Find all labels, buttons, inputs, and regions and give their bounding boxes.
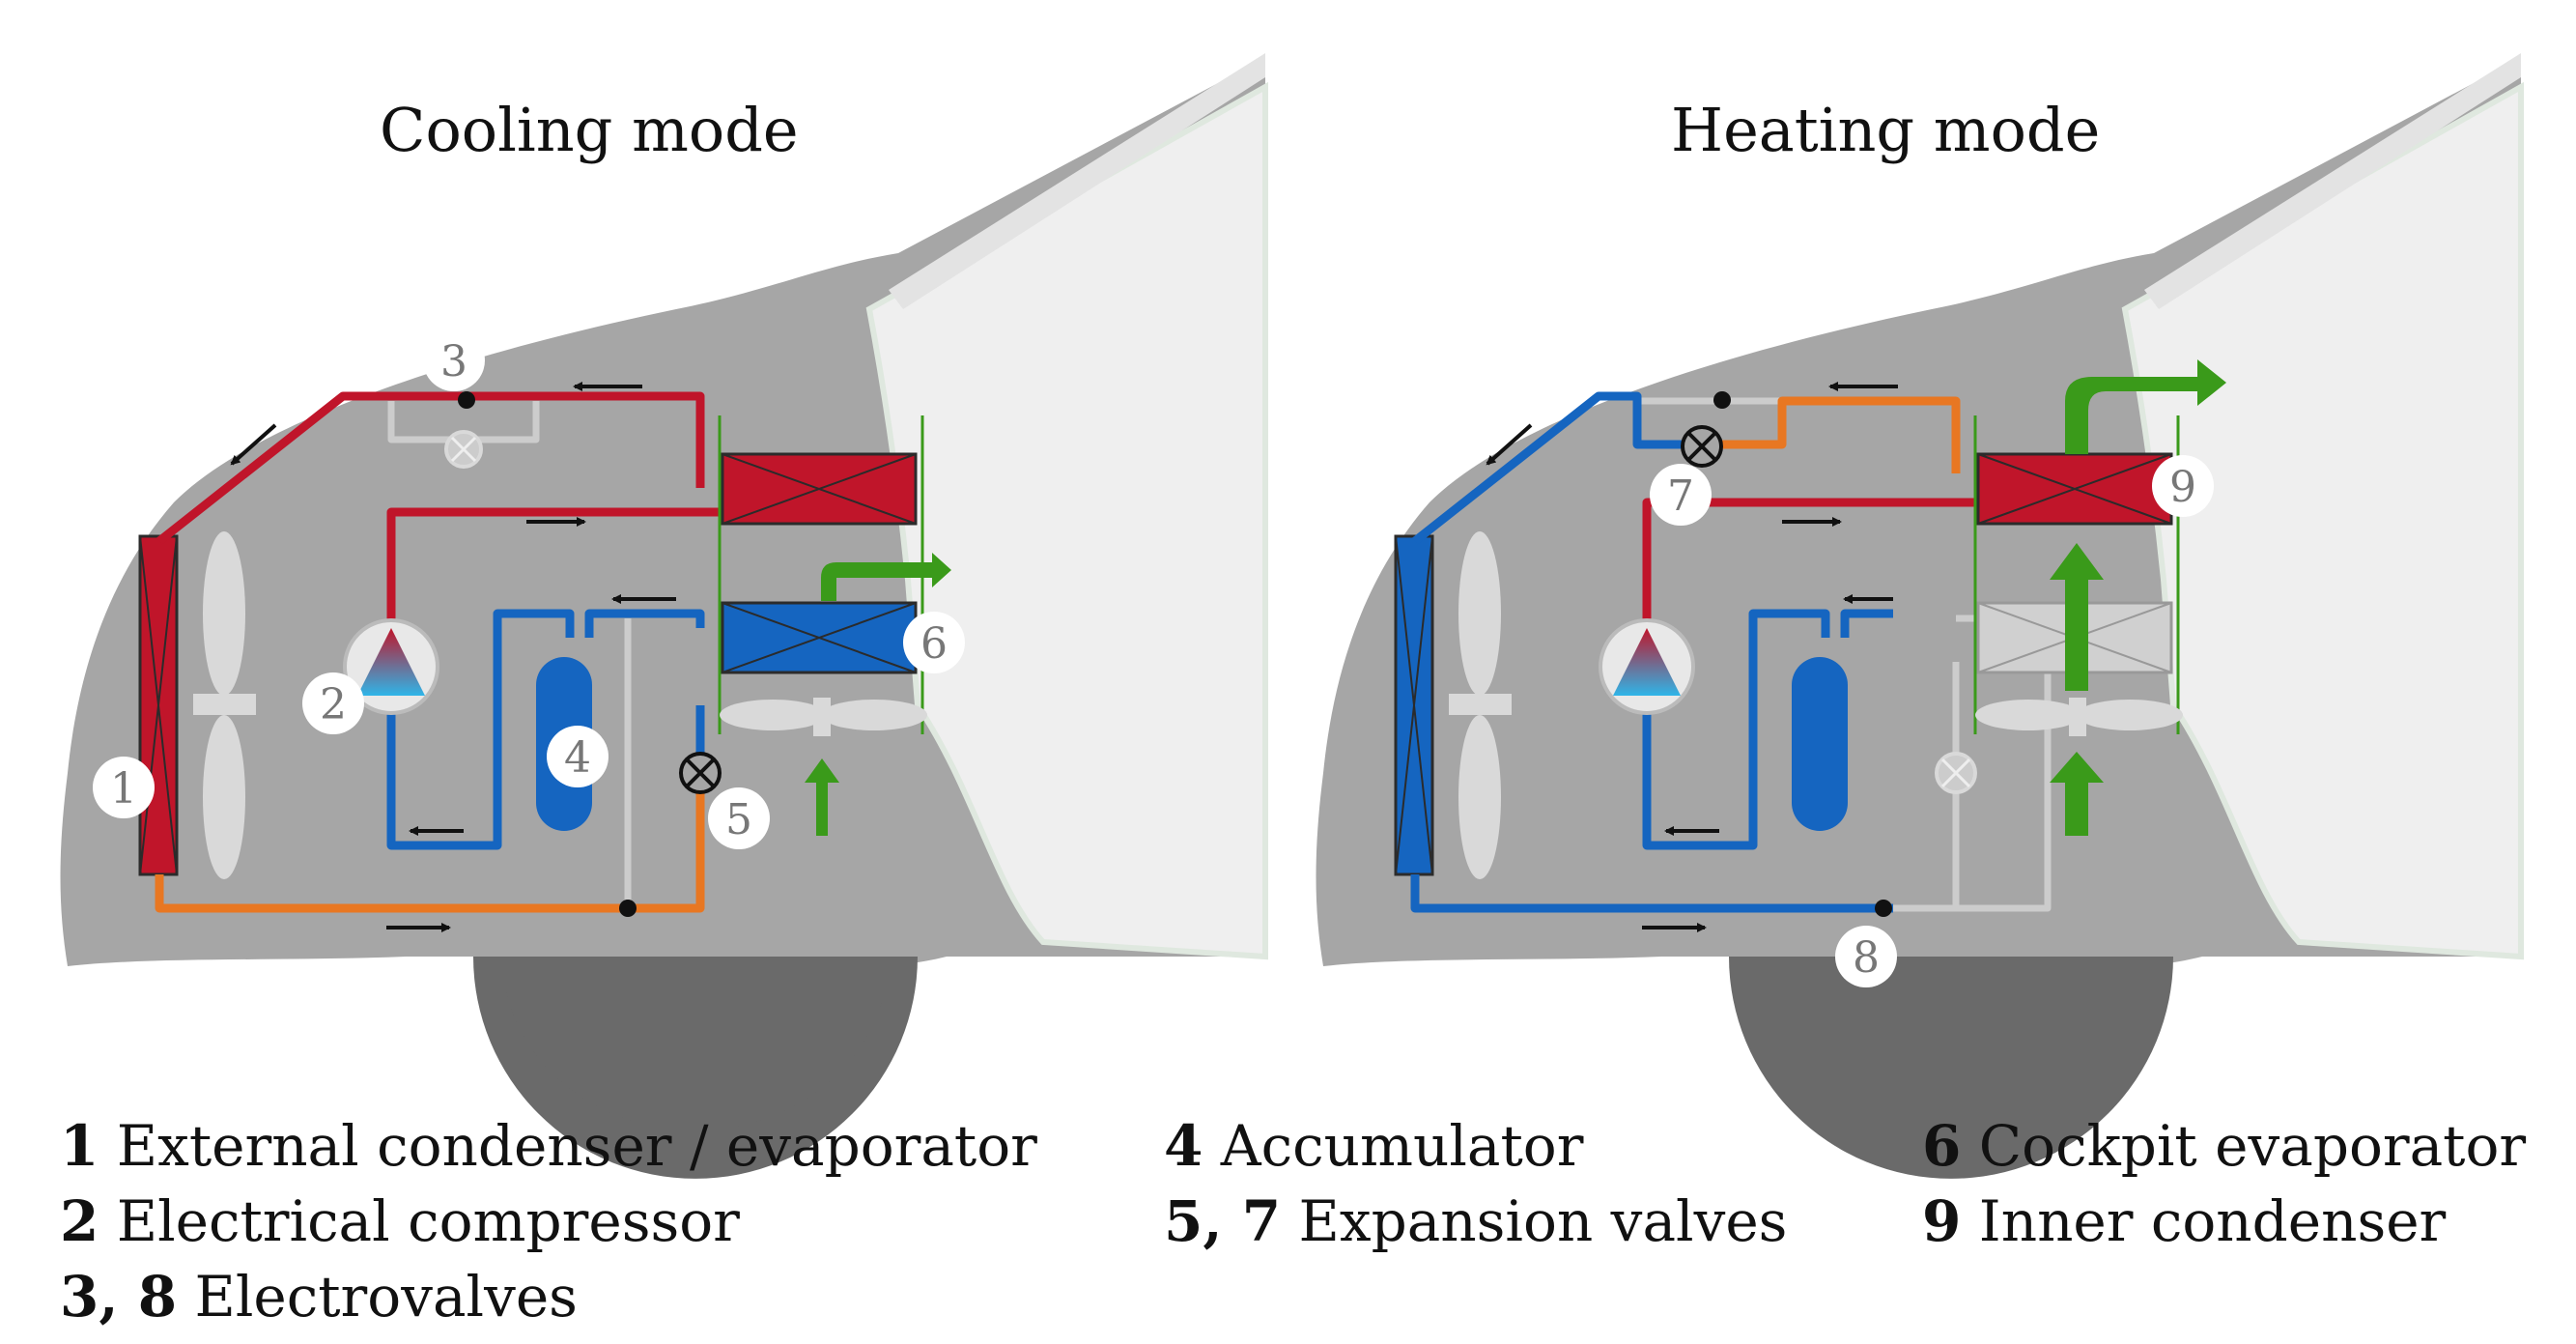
- external-evaporator: [1394, 534, 1434, 876]
- svg-text:6: 6: [920, 619, 948, 669]
- compressor: [1599, 618, 1695, 715]
- legend-item: 2 Electrical compressor: [60, 1188, 740, 1254]
- svg-text:8: 8: [1853, 933, 1880, 983]
- external-condenser: [138, 534, 179, 876]
- fan: [193, 531, 256, 879]
- accumulator: [1792, 657, 1848, 831]
- number-badge-1: 1: [93, 757, 155, 818]
- expansion-valve-5: [679, 752, 722, 794]
- electrovalve-3: [444, 430, 483, 469]
- cockpit-evaporator: [721, 601, 918, 674]
- windshield: [865, 81, 1268, 960]
- windshield: [2121, 81, 2524, 960]
- legend-item: 5, 7 Expansion valves: [1164, 1188, 1788, 1254]
- air-flow-arrow: [2050, 359, 2226, 836]
- fan: [1449, 531, 1512, 879]
- compressor: [343, 618, 439, 715]
- number-badge-6: 6: [903, 612, 965, 673]
- expansion-valve-7: [1681, 425, 1723, 468]
- panel-title-heating: Heating mode: [1671, 95, 2101, 165]
- svg-text:7: 7: [1667, 472, 1694, 521]
- inner-condenser: [721, 452, 918, 526]
- number-badge-4: 4: [547, 726, 609, 787]
- legend-item: 6 Cockpit evaporator: [1922, 1113, 2527, 1179]
- legend-item: 4 Accumulator: [1164, 1113, 1584, 1179]
- svg-text:3: 3: [440, 337, 467, 386]
- number-badge-7: 7: [1650, 464, 1712, 526]
- heating-panel: 7 8 9: [1316, 53, 2524, 1179]
- svg-text:5: 5: [725, 795, 752, 844]
- inner-condenser: [1976, 452, 2173, 526]
- expansion-valve-5: [1935, 752, 1977, 794]
- number-badge-8: 8: [1835, 926, 1897, 987]
- svg-text:1: 1: [110, 764, 137, 814]
- number-badge-9: 9: [2152, 455, 2214, 517]
- svg-text:2: 2: [320, 680, 347, 729]
- svg-text:9: 9: [2169, 463, 2196, 512]
- legend-item: 9 Inner condenser: [1922, 1188, 2447, 1254]
- number-badge-3: 3: [423, 329, 485, 391]
- number-badge-5: 5: [708, 787, 770, 849]
- svg-text:4: 4: [564, 733, 591, 783]
- cooling-panel: 1 2 3 4 5 6: [60, 53, 1268, 1179]
- air-flow-arrow: [805, 553, 951, 836]
- wheel: [1729, 957, 2173, 1179]
- cabin-fan: [720, 698, 927, 736]
- cabin-fan: [1975, 698, 2183, 736]
- number-badge-2: 2: [302, 672, 364, 734]
- legend-item: 1 External condenser / evaporator: [60, 1113, 1037, 1179]
- legend-item: 3, 8 Electrovalves: [60, 1264, 578, 1330]
- panel-title-cooling: Cooling mode: [380, 95, 799, 165]
